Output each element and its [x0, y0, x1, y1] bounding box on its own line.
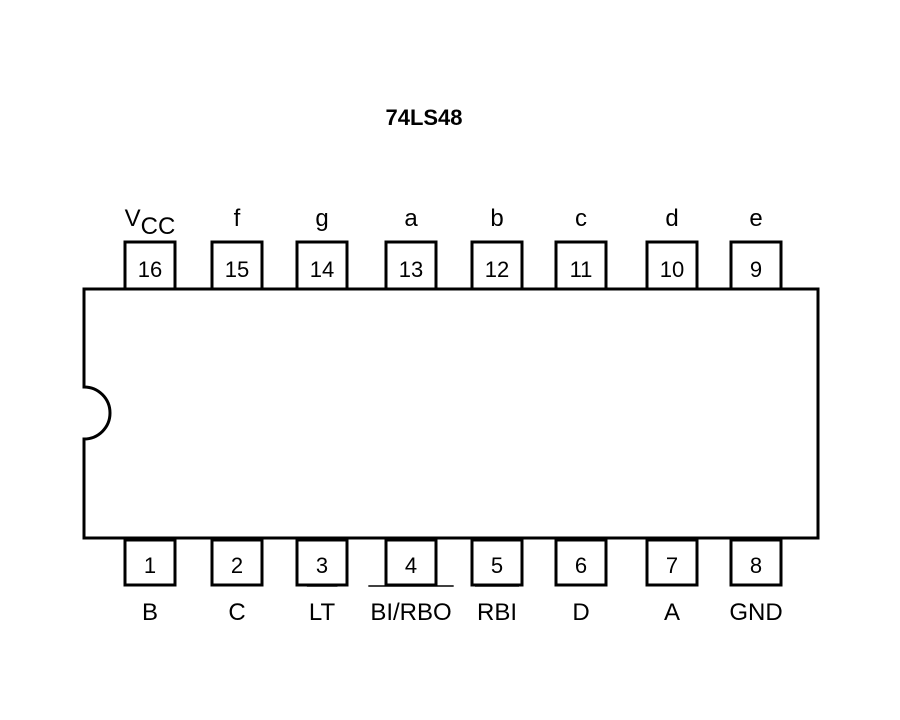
pin-box — [210, 240, 264, 291]
top-pin-9: 9 — [729, 240, 783, 291]
pin-label: C — [228, 599, 245, 626]
pin-label-subscript: CC — [141, 213, 176, 240]
pin-number: 5 — [491, 553, 503, 578]
pin-label-text: b — [490, 205, 503, 232]
pin-label-text: BI/RBO — [370, 599, 451, 626]
pin-label: A — [664, 599, 680, 626]
pin-label: LT — [309, 599, 336, 626]
top-pin-12: 12 — [470, 240, 524, 291]
pin-number: 11 — [570, 257, 593, 282]
pin-label-text: f — [234, 205, 241, 232]
pin-box — [729, 240, 783, 291]
chip-title: 74LS48 — [385, 105, 462, 130]
top-pin-15: 15 — [210, 240, 264, 291]
pin-number: 6 — [575, 553, 587, 578]
pin-label: f — [234, 205, 241, 232]
pin-label: GND — [729, 599, 782, 626]
top-pin-16: 16 — [123, 240, 177, 291]
pin-label-text: c — [575, 205, 587, 232]
bottom-pin-4: 4 — [384, 538, 438, 587]
pin-label-text: a — [404, 205, 418, 232]
pin-label-text: B — [142, 599, 158, 626]
pin-number: 2 — [231, 553, 243, 578]
pin-label: b — [490, 205, 503, 232]
pin-label: e — [749, 205, 762, 232]
pin-number: 15 — [225, 257, 249, 282]
pin-number: 1 — [144, 553, 156, 578]
pin-number: 10 — [660, 257, 684, 282]
pin-label: a — [404, 205, 418, 232]
pin-label-text: V — [125, 205, 141, 232]
pin-box — [384, 538, 438, 587]
pin-number: 13 — [399, 257, 423, 282]
bottom-pin-7: 7 — [645, 538, 699, 587]
pin-number: 9 — [750, 257, 762, 282]
pin-label: BI/RBO — [370, 599, 451, 626]
pin-label-text: RBI — [477, 599, 517, 626]
pin-label: d — [665, 205, 678, 232]
pin-label: VCC — [125, 205, 176, 240]
pin-label-text: g — [315, 205, 328, 232]
pin-box — [470, 538, 524, 587]
pin-box — [554, 538, 608, 587]
pin-label: c — [575, 205, 587, 232]
pin-number: 4 — [405, 553, 417, 578]
bottom-pin-3: 3 — [295, 538, 349, 587]
bottom-pin-6: 6 — [554, 538, 608, 587]
bottom-pin-5: 5 — [470, 538, 524, 587]
pin-label-text: GND — [729, 599, 782, 626]
pin-label-text: LT — [309, 599, 336, 626]
pin-label: D — [572, 599, 589, 626]
pin-number: 16 — [138, 257, 162, 282]
bottom-pin-8: 8 — [729, 538, 783, 587]
bottom-pin-2: 2 — [210, 538, 264, 587]
pin-label-text: D — [572, 599, 589, 626]
pin-number: 14 — [310, 257, 334, 282]
pin-label-text: d — [665, 205, 678, 232]
pin-box — [210, 538, 264, 587]
pin-label: B — [142, 599, 158, 626]
pin-box — [295, 538, 349, 587]
pin-box — [295, 240, 349, 291]
pin-number: 3 — [316, 553, 328, 578]
pin-label-text: C — [228, 599, 245, 626]
top-pin-10: 10 — [645, 240, 699, 291]
pin-box — [645, 538, 699, 587]
pin-label-text: e — [749, 205, 762, 232]
chip-body — [82, 287, 820, 540]
pin-label: RBI — [477, 599, 517, 626]
top-pin-13: 13 — [384, 240, 438, 291]
bottom-pin-1: 1 — [123, 538, 177, 587]
pin-number: 12 — [485, 257, 509, 282]
pin-box — [729, 538, 783, 587]
pin-box — [123, 538, 177, 587]
top-pin-11: 11 — [554, 240, 608, 291]
top-pin-14: 14 — [295, 240, 349, 291]
pin-number: 7 — [666, 553, 678, 578]
pin-label-text: A — [664, 599, 680, 626]
pin-label: g — [315, 205, 328, 232]
labels-layer: VCC f g a b c d eB C LT BI/RBO RBI D A GND — [125, 205, 783, 626]
pin-number: 8 — [750, 553, 762, 578]
